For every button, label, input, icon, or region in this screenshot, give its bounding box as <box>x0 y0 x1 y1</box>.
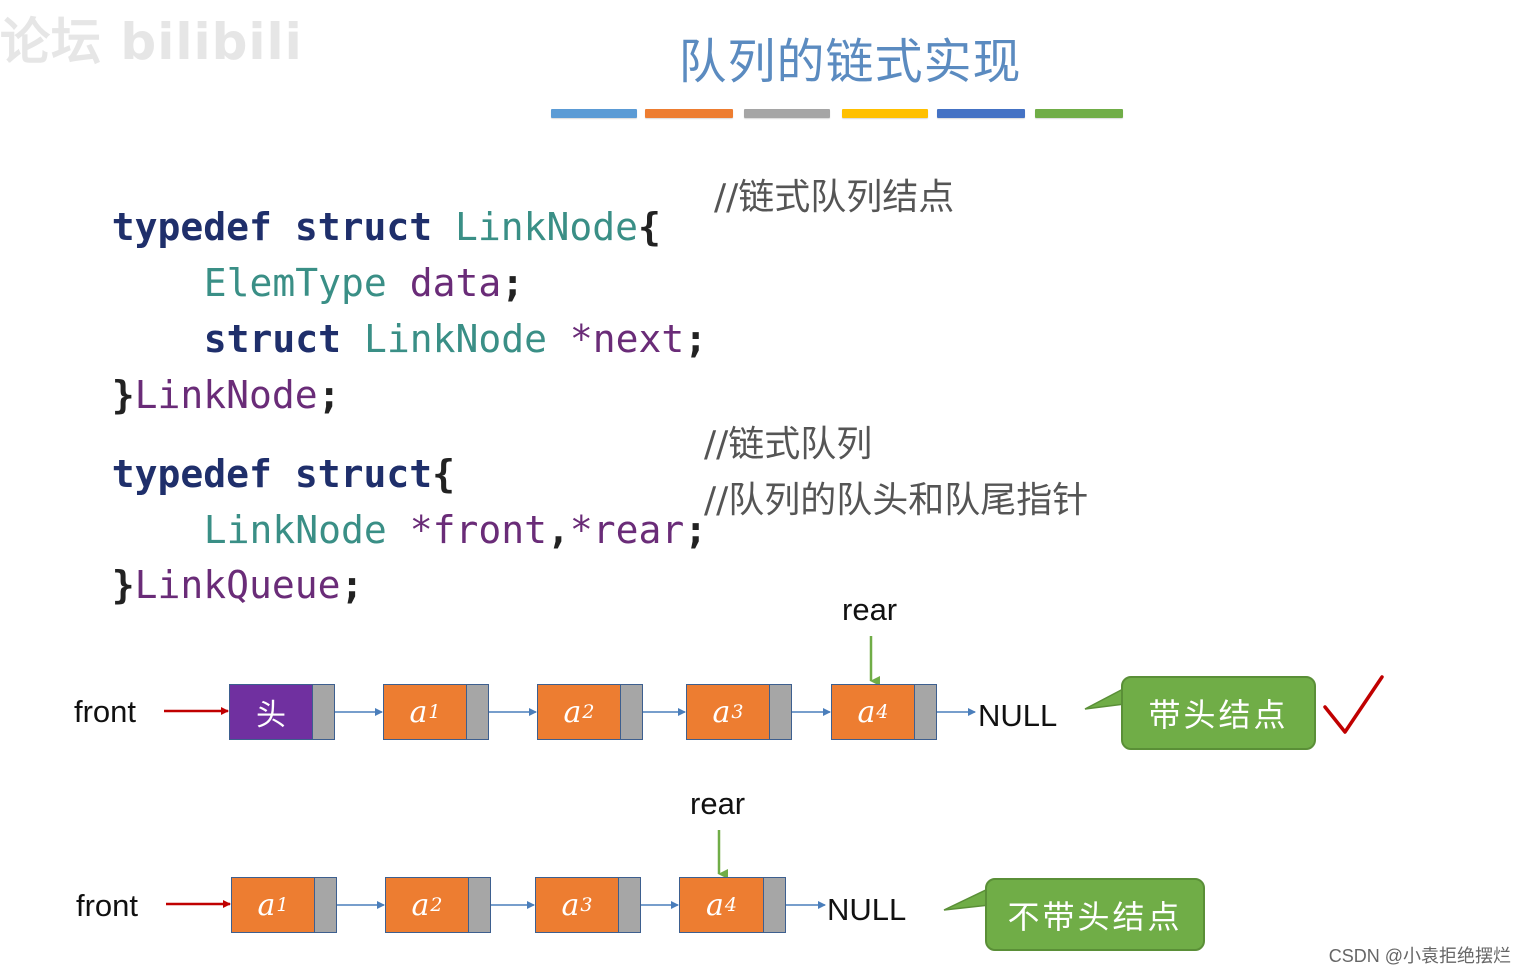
rear-label: rear <box>842 592 898 627</box>
callout-with-head: 带头结点 <box>1121 676 1316 750</box>
pointer-field <box>763 878 785 932</box>
callout-without-head: 不带头结点 <box>985 878 1205 951</box>
keyword: struct <box>203 317 342 361</box>
front-label: front <box>74 694 137 729</box>
field-name: data <box>409 261 502 305</box>
keyword: struct <box>294 452 433 496</box>
punct: } <box>111 373 135 417</box>
title-bar-6 <box>1035 109 1123 118</box>
null-label: NULL <box>978 698 1058 733</box>
comment-linknode: //链式队列结点 <box>714 177 955 218</box>
keyword: typedef <box>111 205 272 249</box>
code-line-7: }LinkQueue; <box>66 528 364 607</box>
pointer-field <box>312 685 334 739</box>
page-title: 队列的链式实现 <box>678 34 1022 90</box>
punct: ; <box>684 508 708 552</box>
comment-linkqueue: //链式队列 <box>704 424 873 465</box>
code-line-5: typedef struct{ <box>66 417 455 493</box>
code-line-6: LinkNode *front,*rear; <box>158 473 707 549</box>
typedef-name: LinkQueue <box>134 563 341 607</box>
pointer-field <box>620 685 642 739</box>
callout-tail-1 <box>1084 686 1126 710</box>
pointer-field <box>769 685 791 739</box>
callout-tail-2 <box>943 886 991 911</box>
code-line-2: ElemType data; <box>158 226 524 302</box>
head-node-data: 头 <box>230 685 312 739</box>
title-bar-1 <box>551 109 637 118</box>
type-name: LinkNode <box>203 508 387 552</box>
title-bar-2 <box>645 109 733 118</box>
title-bar-4 <box>842 109 928 118</box>
keyword: struct <box>294 205 433 249</box>
pointer-field <box>314 878 336 932</box>
front-label: front <box>76 888 139 923</box>
punct: ; <box>684 317 708 361</box>
code-line-4: }LinkNode; <box>66 338 341 414</box>
watermark: 论坛 bilibili <box>0 13 303 71</box>
punct: ; <box>501 261 525 305</box>
field-name: *front <box>409 508 547 552</box>
keyword: typedef <box>111 452 272 496</box>
field-name: *rear <box>569 508 685 552</box>
punct: { <box>638 205 661 249</box>
typedef-name: LinkNode <box>134 373 318 417</box>
field-name: *next <box>569 317 685 361</box>
type-name: LinkNode <box>363 317 547 361</box>
comment-pointers: //队列的队头和队尾指针 <box>704 480 1089 521</box>
null-label: NULL <box>827 892 907 927</box>
punct: ; <box>340 563 364 607</box>
rear-label: rear <box>690 786 746 821</box>
punct: } <box>111 563 135 607</box>
pointer-field <box>618 878 640 932</box>
type-name: LinkNode <box>454 205 639 249</box>
punct: { <box>432 452 455 496</box>
pointer-field <box>466 685 488 739</box>
punct: , <box>546 508 570 552</box>
head-node: 头 <box>229 684 335 740</box>
pointer-field <box>468 878 490 932</box>
type-name: ElemType <box>203 261 387 305</box>
code-line-3: struct LinkNode *next; <box>158 282 707 358</box>
check-mark-icon <box>1323 675 1384 734</box>
footer-credit: CSDN @小袁拒绝摆烂 <box>1328 946 1511 966</box>
title-bar-5 <box>937 109 1025 118</box>
code-line-1: typedef struct LinkNode{ <box>66 170 661 246</box>
title-bar-3 <box>744 109 830 118</box>
punct: ; <box>317 373 341 417</box>
pointer-field <box>914 685 936 739</box>
